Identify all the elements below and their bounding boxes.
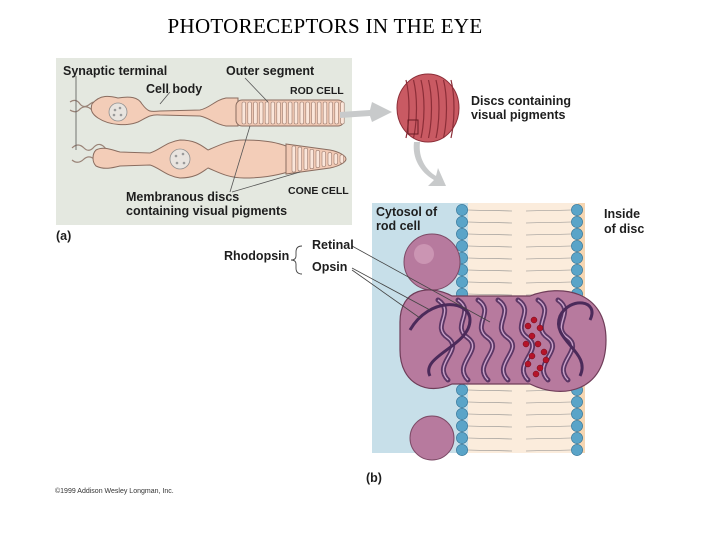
label-cytosol-1: Cytosol of [376,205,437,219]
disc-stack-illustration [397,74,459,142]
label-inside-disc-2: of disc [604,222,644,236]
rhodopsin-protein [400,290,606,392]
label-cone-cell: CONE CELL [288,184,349,198]
label-discs-containing-1: Discs containing [471,94,571,108]
label-membranous-discs-2: containing visual pigments [126,204,287,218]
panel-a-label: (a) [56,229,71,243]
arrow-to-membrane [414,142,446,186]
peripheral-protein-bottom [410,416,454,460]
copyright-credit: ©1999 Addison Wesley Longman, Inc. [55,488,174,495]
panel-b-label: (b) [366,471,382,485]
label-rod-cell: ROD CELL [290,84,344,98]
label-synaptic-terminal: Synaptic terminal [63,64,167,78]
label-discs-containing-2: visual pigments [471,108,565,122]
label-rhodopsin: Rhodopsin [224,249,289,263]
label-outer-segment: Outer segment [226,64,314,78]
label-opsin: Opsin [312,260,347,274]
peripheral-protein-top [404,234,460,290]
cone-nucleus [170,149,190,169]
rod-nucleus [109,103,127,121]
label-inside-disc-1: Inside [604,207,640,221]
label-cytosol-2: rod cell [376,219,420,233]
label-membranous-discs-1: Membranous discs [126,190,239,204]
label-retinal: Retinal [312,238,354,252]
label-cell-body: Cell body [146,82,202,96]
